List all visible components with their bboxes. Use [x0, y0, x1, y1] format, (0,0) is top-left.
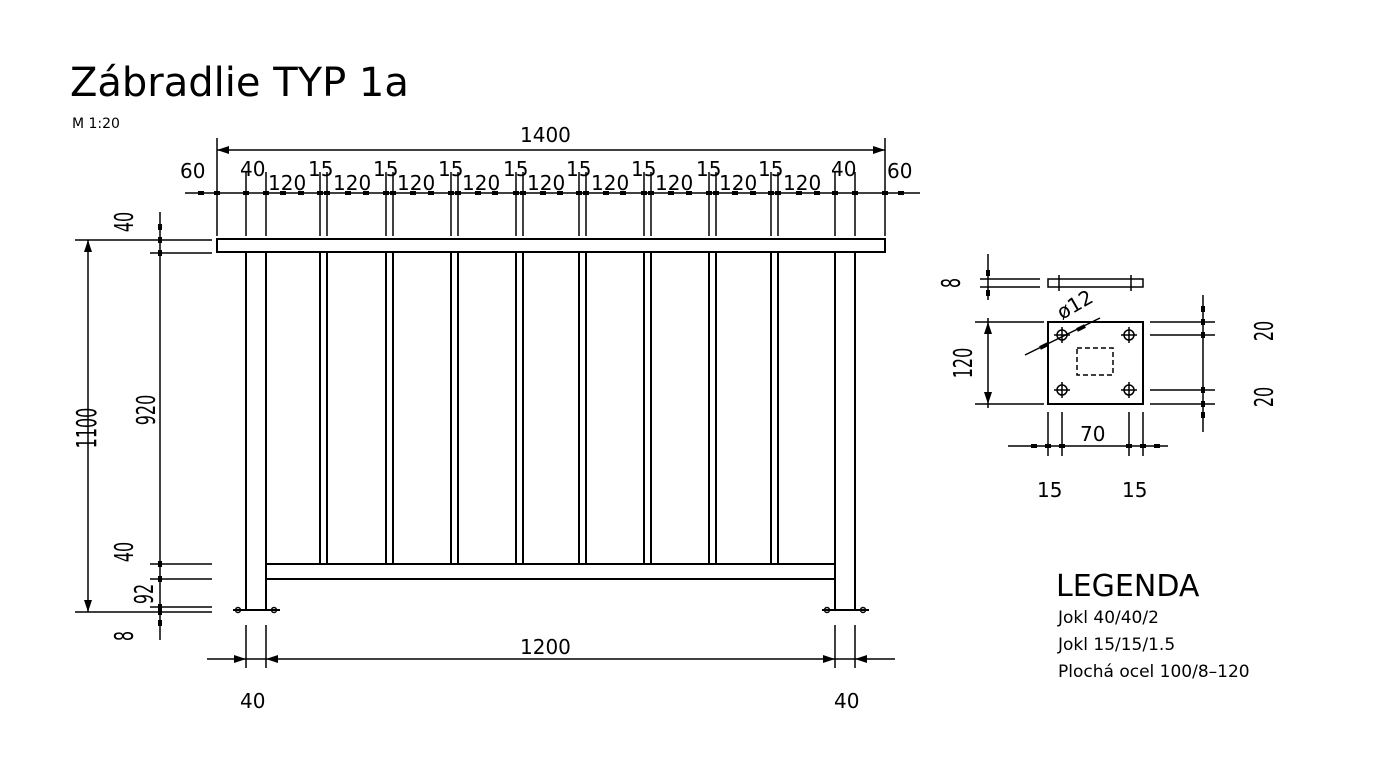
dim-segment: 120: [333, 171, 371, 195]
legend-item: Jokl 15/15/1.5: [1057, 635, 1175, 655]
plate-side-view: [1047, 278, 1144, 288]
scale-label: M 1:20: [72, 116, 120, 132]
dim-part-height: 40: [110, 542, 140, 562]
railing-elevation: [216, 238, 886, 614]
dim-segment: 15: [696, 157, 721, 181]
top-dimensions: 1400: [180, 123, 920, 236]
dim-edge-left: 15: [1037, 478, 1062, 502]
dim-segment: 60: [887, 159, 912, 183]
legend-item: Plochá ocel 100/8–120: [1058, 662, 1250, 682]
baluster: [708, 251, 717, 565]
dim-part-height: 8: [110, 631, 140, 641]
dim-segment: 120: [591, 171, 629, 195]
dim-segment: 40: [240, 157, 265, 181]
dim-segment: 120: [719, 171, 757, 195]
dim-part-height: 92: [130, 584, 160, 604]
left-dimensions: 1100 40 920 40 92 8: [71, 212, 212, 641]
base-plate-detail: 8 ø12 120: [937, 254, 1280, 502]
dim-right-post: 40: [834, 689, 859, 713]
dim-segment: 15: [503, 157, 528, 181]
dim-segment: 120: [655, 171, 693, 195]
legend-item: Jokl 40/40/2: [1057, 608, 1159, 628]
baluster: [319, 251, 328, 565]
dim-overall-width: 1400: [520, 123, 571, 147]
dim-left-post: 40: [240, 689, 265, 713]
bolt-holes: [1054, 327, 1137, 398]
bottom-rail: [265, 563, 836, 580]
dim-segment: 15: [308, 157, 333, 181]
dim-segment: 120: [783, 171, 821, 195]
dim-part-height: 40: [110, 212, 140, 232]
baluster: [770, 251, 779, 565]
baluster: [385, 251, 394, 565]
dim-segment: 40: [831, 157, 856, 181]
balusters: [319, 251, 779, 565]
dim-overall-height: 1100: [71, 408, 103, 449]
dim-segment: 15: [758, 157, 783, 181]
right-post: [834, 251, 856, 611]
baluster: [450, 251, 459, 565]
dim-span: 1200: [520, 635, 571, 659]
dim-segment: 15: [631, 157, 656, 181]
dim-segment: 120: [397, 171, 435, 195]
baluster: [643, 251, 652, 565]
baluster: [515, 251, 524, 565]
left-post: [245, 251, 267, 611]
dim-segment: 15: [438, 157, 463, 181]
dim-part-height: 920: [132, 395, 162, 426]
dim-segment: 60: [180, 159, 205, 183]
plate-plan-view: [1047, 321, 1144, 405]
baluster: [578, 251, 587, 565]
legend: LEGENDA Jokl 40/40/2 Jokl 15/15/1.5 Ploc…: [1056, 569, 1250, 682]
bottom-dimensions: 1200 40 40: [207, 625, 895, 713]
post-footprint: [1076, 347, 1114, 376]
dim-edge-bottom: 20: [1250, 387, 1280, 407]
legend-title: LEGENDA: [1056, 569, 1200, 604]
dim-edge-right: 15: [1122, 478, 1147, 502]
dim-edge-top: 20: [1250, 321, 1280, 341]
dim-segment: 15: [566, 157, 591, 181]
dim-segment: 15: [373, 157, 398, 181]
dim-segment: 120: [462, 171, 500, 195]
dim-segment: 120: [527, 171, 565, 195]
top-handrail: [216, 238, 886, 253]
drawing-title: Zábradlie TYP 1a: [70, 60, 409, 106]
dim-segment: 120: [268, 171, 306, 195]
dim-plate-height: 120: [949, 348, 979, 379]
dim-plate-width: 70: [1080, 422, 1105, 446]
dim-plate-thickness: 8: [937, 278, 967, 288]
